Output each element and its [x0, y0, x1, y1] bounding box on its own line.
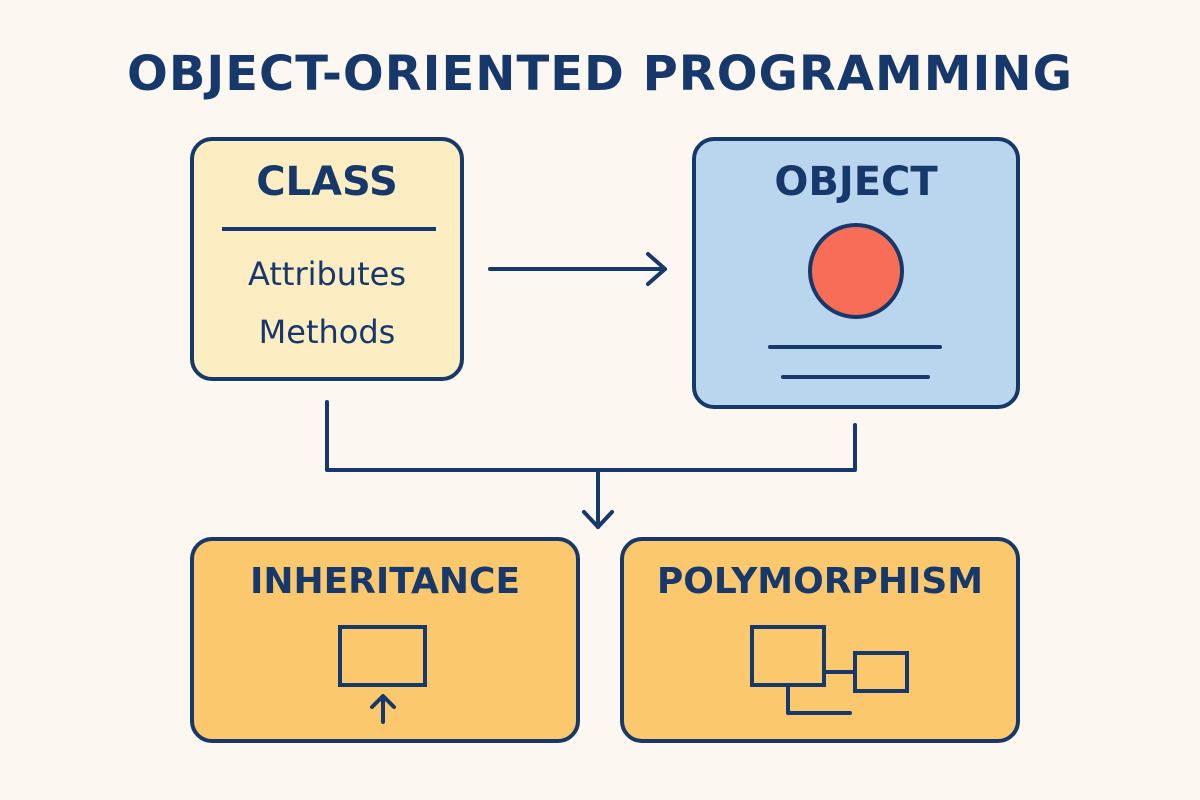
class-methods-label: Methods	[258, 313, 396, 351]
inheritance-title: INHERITANCE	[249, 561, 521, 602]
merge-connector	[325, 400, 857, 529]
page-title: OBJECT-ORIENTED PROGRAMMING	[127, 46, 1073, 102]
class-attributes-label: Attributes	[248, 255, 406, 293]
class-to-object-arrow	[488, 252, 667, 286]
class-box: CLASS Attributes Methods	[190, 137, 464, 381]
class-title: CLASS	[256, 159, 398, 205]
inheritance-box: INHERITANCE	[190, 537, 580, 743]
class-divider	[222, 227, 436, 231]
polymorphism-title: POLYMORPHISM	[656, 561, 984, 602]
polymorphism-box: POLYMORPHISM	[620, 537, 1020, 743]
object-box: OBJECT	[692, 137, 1020, 409]
object-title: OBJECT	[774, 159, 938, 205]
